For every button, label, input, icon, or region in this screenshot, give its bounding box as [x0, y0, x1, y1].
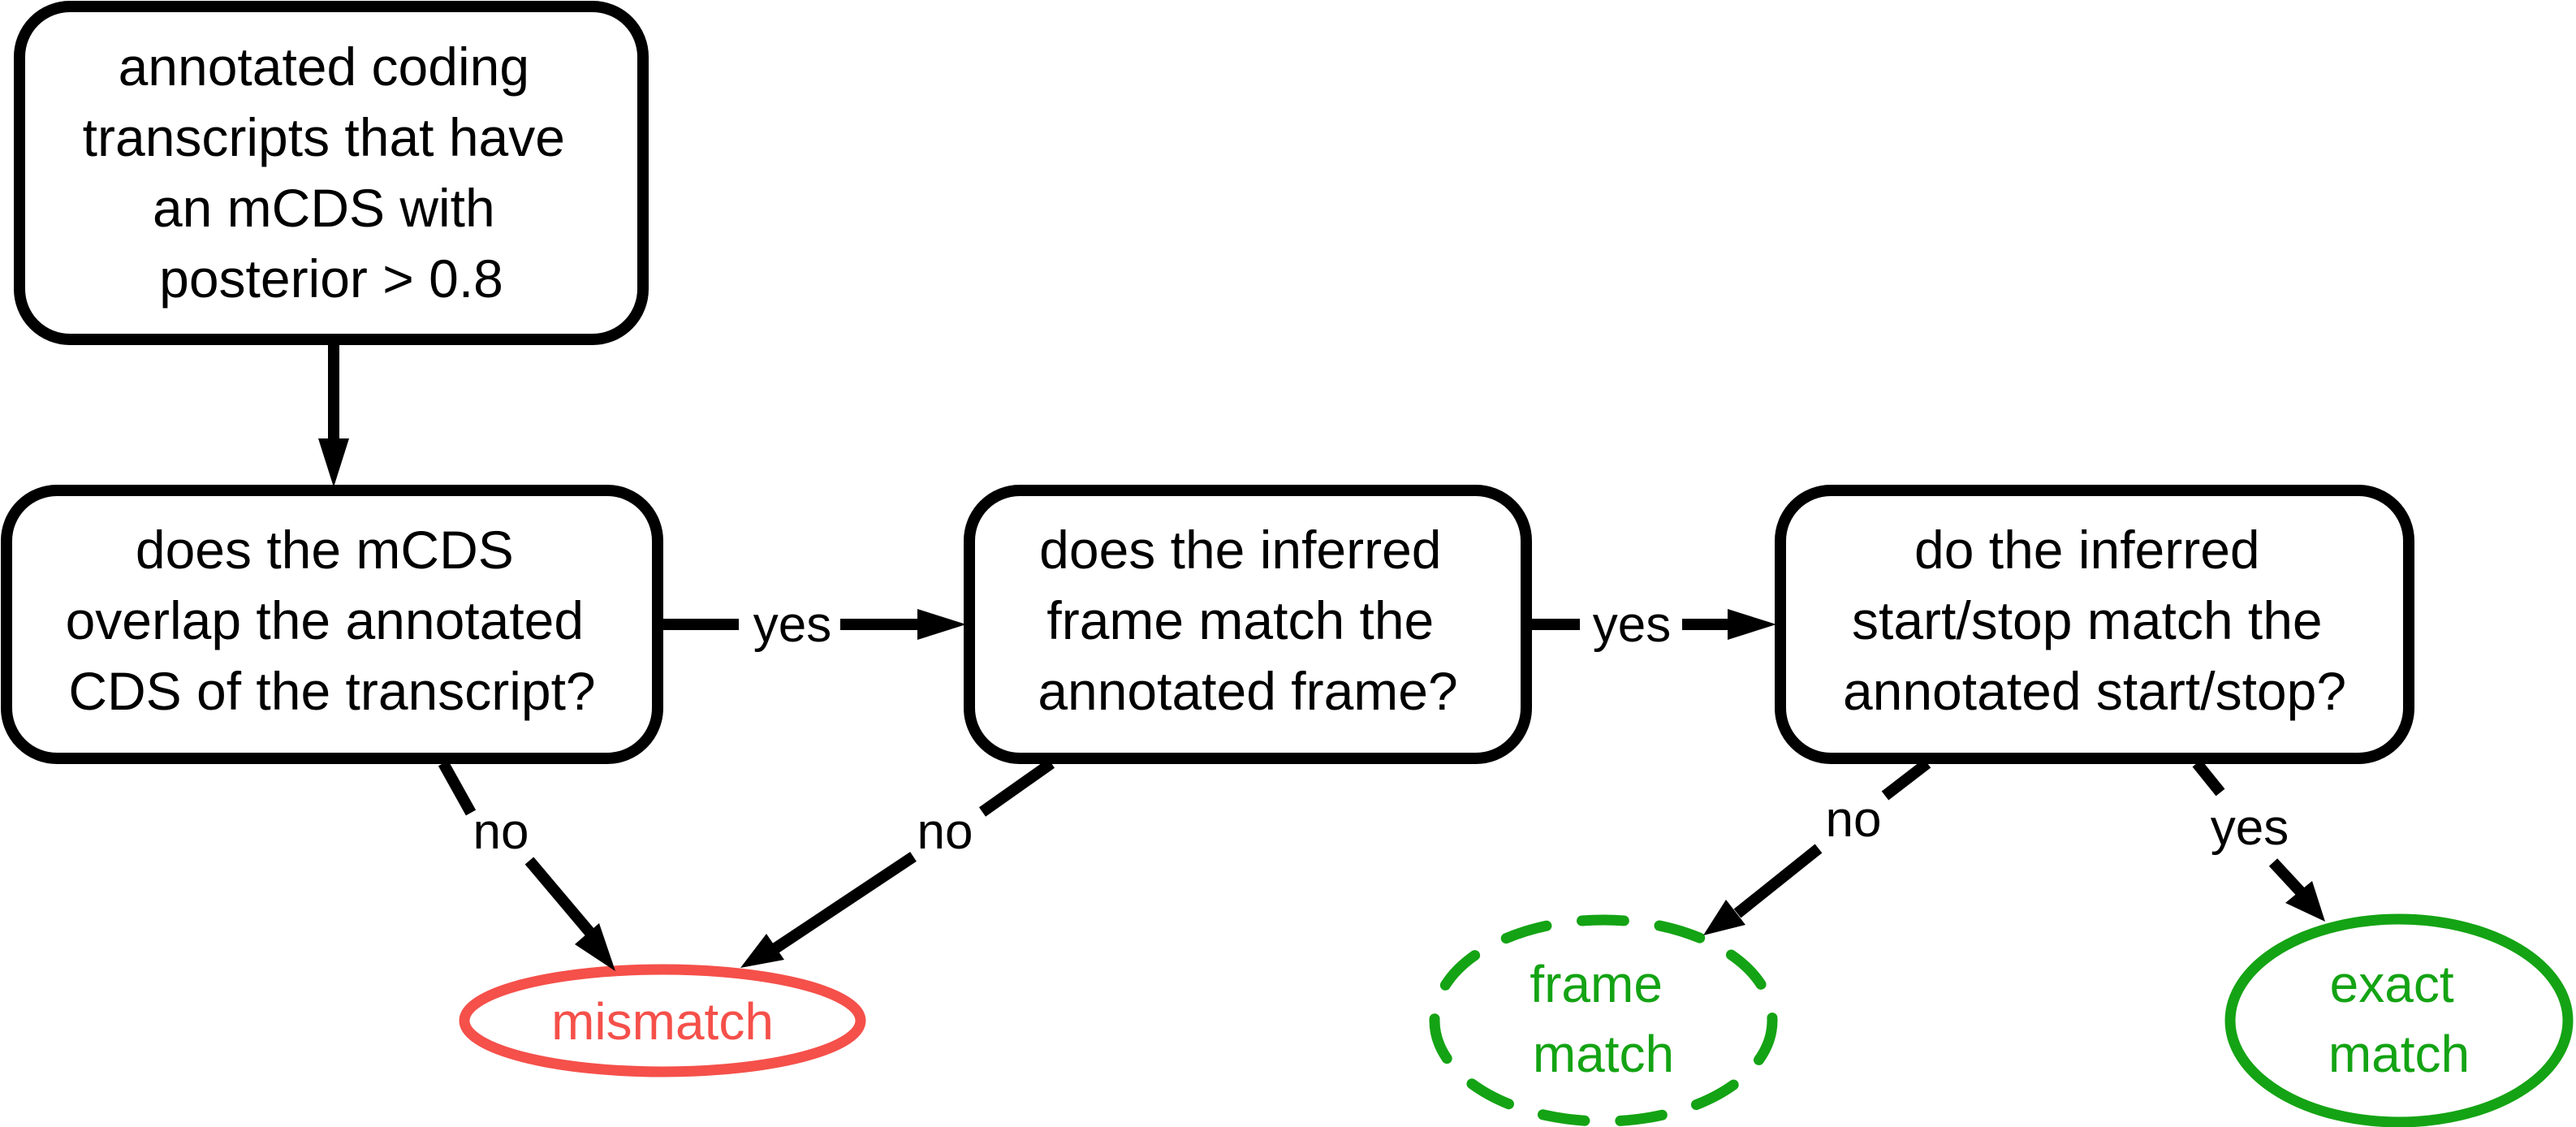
outcome-frame-match-text: frame match — [1530, 955, 1676, 1083]
node-question-overlap: does the mCDS overlap the annotated CDS … — [1, 485, 663, 764]
node-question-frame: does the inferred frame match the annota… — [964, 485, 1532, 764]
node-question-line: overlap the annotated — [66, 590, 585, 650]
arrowhead-icon — [575, 923, 615, 971]
node-question-startstop: do the inferred start/stop match the ann… — [1775, 485, 2414, 764]
node-outcome-mismatch: mismatch — [459, 964, 866, 1077]
outcome-line: mismatch — [551, 992, 774, 1051]
outcome-line: exact — [2330, 955, 2454, 1013]
edge-frame-to-startstop: yes — [1532, 597, 1776, 653]
node-start-line: posterior > 0.8 — [159, 248, 503, 309]
node-question-frame-box — [964, 485, 1532, 764]
node-start-line: an mCDS with — [153, 178, 495, 238]
node-question-startstop-box — [1775, 485, 2414, 764]
edge-frame-to-mismatch: no — [740, 758, 1055, 968]
arrowhead-icon — [1728, 609, 1776, 640]
outcome-line: frame — [1530, 955, 1663, 1013]
node-question-line: does the inferred — [1039, 520, 1441, 580]
edge-label-yes: yes — [753, 597, 831, 653]
edge-line — [438, 760, 477, 816]
edge-overlap-to-frame: yes — [663, 597, 966, 653]
node-start-box — [14, 1, 649, 345]
edge-startstop-to-exact-match: yes — [2192, 759, 2325, 922]
node-question-line: annotated frame? — [1038, 661, 1457, 721]
outcome-mismatch-ellipse — [459, 964, 866, 1077]
node-question-line: do the inferred — [1914, 520, 2260, 580]
node-question-overlap-text: does the mCDS overlap the annotated CDS … — [66, 520, 599, 721]
node-question-line: start/stop match the — [1852, 590, 2323, 650]
edge-label-no: no — [1826, 792, 1882, 848]
outcome-line: match — [2328, 1025, 2470, 1083]
node-start-text: annotated coding transcripts that have a… — [83, 37, 580, 309]
outcome-exact-match-ellipse — [2224, 913, 2574, 1127]
arrowhead-icon — [318, 438, 349, 487]
arrowhead-icon — [2285, 881, 2325, 922]
node-outcome-frame-match: frame match — [1429, 914, 1778, 1127]
node-start-line: transcripts that have — [83, 107, 565, 167]
node-question-line: frame match the — [1046, 590, 1434, 650]
edge-start-to-overlap — [318, 345, 349, 487]
outcome-line: match — [1533, 1025, 1674, 1083]
node-question-overlap-box — [1, 485, 663, 764]
outcome-frame-match-ellipse — [1429, 914, 1778, 1127]
edge-overlap-to-mismatch: no — [438, 760, 615, 971]
arrowhead-icon — [740, 934, 784, 968]
edge-line — [2192, 759, 2225, 797]
edge-label-no: no — [473, 804, 529, 860]
node-question-line: annotated start/stop? — [1843, 661, 2346, 721]
outcome-exact-match-text: exact match — [2328, 955, 2470, 1083]
arrowhead-icon — [917, 609, 966, 640]
node-start: annotated coding transcripts that have a… — [14, 1, 649, 345]
edge-line — [1881, 758, 1931, 801]
node-outcome-exact-match: exact match — [2224, 913, 2574, 1127]
edge-line — [978, 758, 1055, 817]
node-start-line: annotated coding — [119, 37, 529, 97]
node-question-frame-text: does the inferred frame match the annota… — [1038, 520, 1457, 721]
edge-line — [1733, 844, 1823, 918]
node-question-startstop-text: do the inferred start/stop match the ann… — [1843, 520, 2346, 721]
node-question-line: CDS of the transcript? — [68, 661, 595, 721]
edge-line — [2268, 858, 2309, 900]
outcome-mismatch-text: mismatch — [551, 992, 774, 1051]
edge-label-yes: yes — [1593, 597, 1671, 653]
edge-label-yes: yes — [2211, 800, 2289, 856]
edge-line — [524, 857, 596, 938]
edge-startstop-to-frame-match: no — [1703, 758, 1931, 935]
edge-line — [772, 852, 917, 953]
arrowhead-icon — [1703, 900, 1745, 935]
edge-label-no: no — [917, 804, 973, 860]
node-question-line: does the mCDS — [136, 520, 514, 580]
